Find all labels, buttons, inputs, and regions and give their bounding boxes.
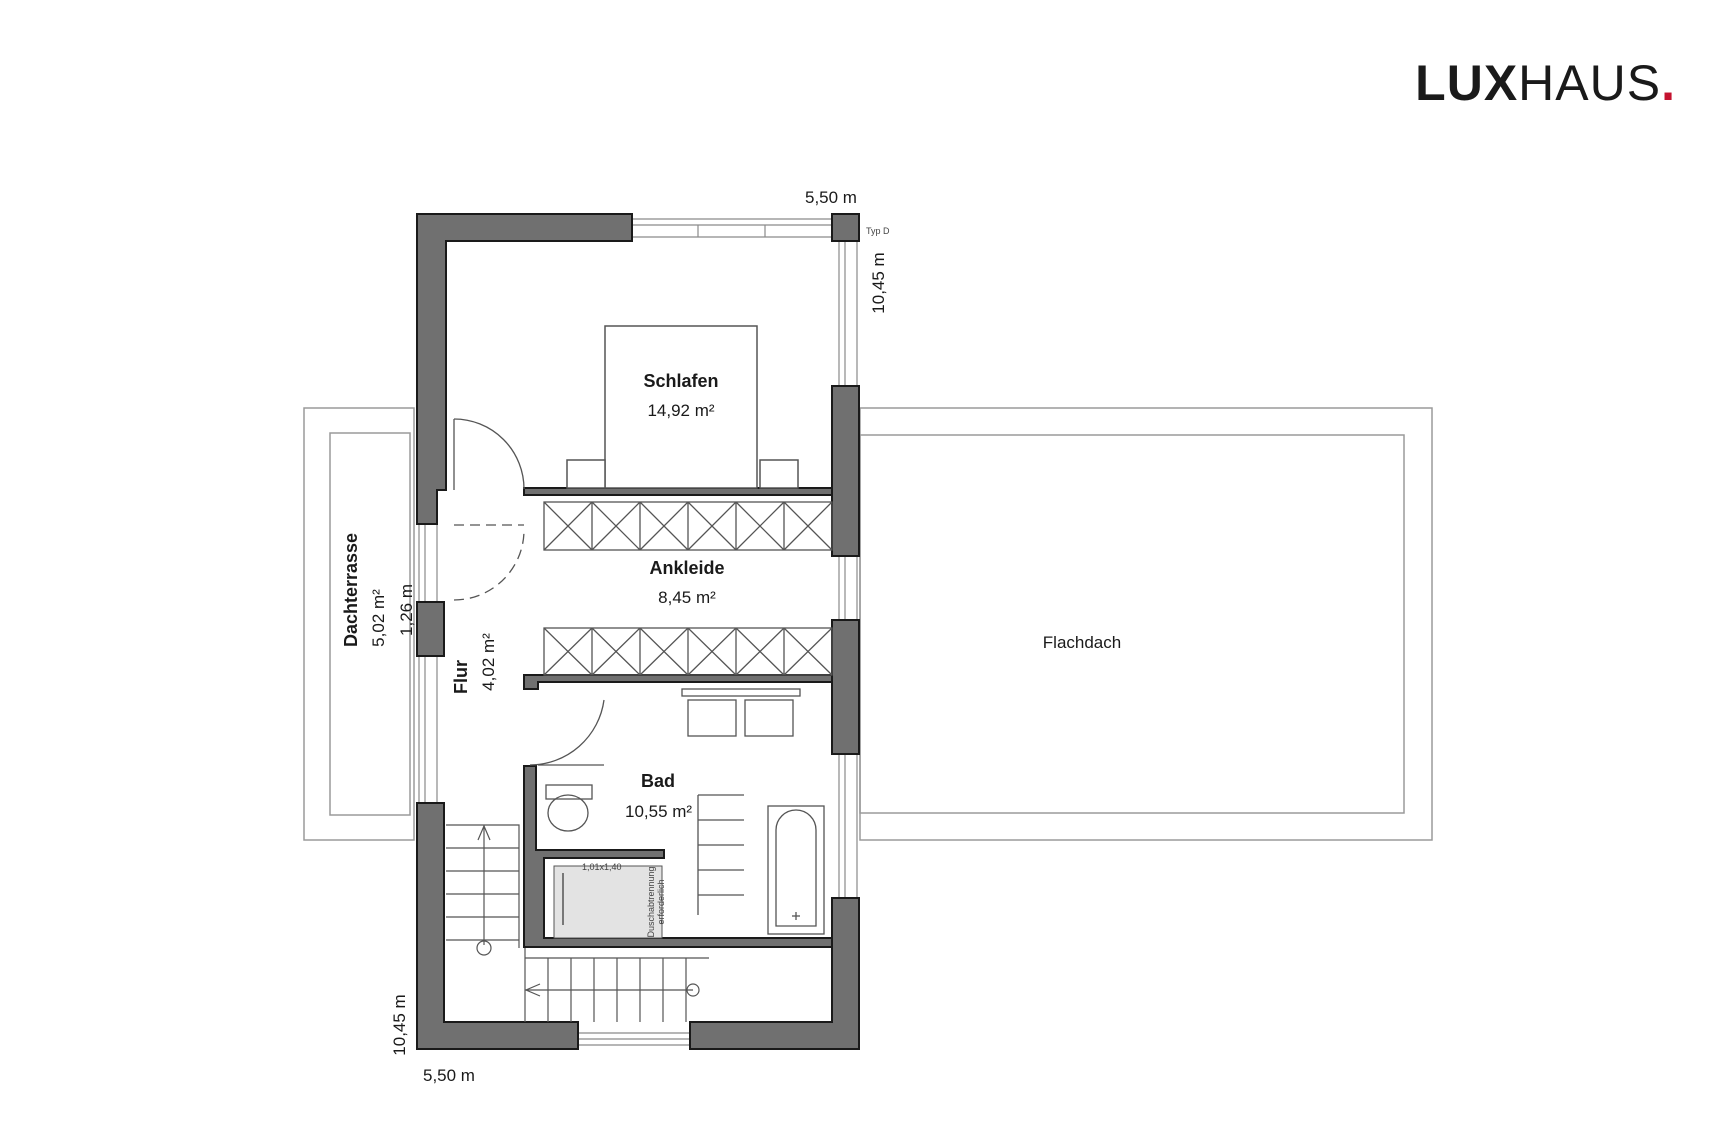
room-area-bad: 10,55 m² [625,802,692,821]
room-name-ankleide: Ankleide [649,558,724,578]
wall-bottom-left [416,802,579,1050]
walls [416,213,860,1050]
wall-top-right-corner [831,213,860,242]
bed [566,325,799,489]
window-type-label: Typ D [866,226,890,236]
toilet-bowl [547,794,589,832]
shower-tray [553,865,663,939]
wall-bad-left [523,765,833,948]
stairs [446,824,709,1022]
bathroom-fixtures [545,688,825,935]
sink-2 [744,699,794,737]
toilet-tank [545,784,593,800]
bathtub [767,805,825,935]
window-frames [418,218,858,1046]
dim-terrace-width: 1,26 m [397,584,416,636]
shower-note-line1: Duschabtrennung [646,866,656,937]
room-name-flachdach: Flachdach [1043,633,1121,652]
door-bad [529,699,605,766]
doors [453,418,605,766]
wall-bottom-right [689,897,860,1050]
logo-dot: . [1661,55,1676,111]
room-name-flur: Flur [451,660,471,694]
door-flur [453,529,525,601]
room-name-schlafen: Schlafen [643,371,718,391]
dim-bottom-width: 5,50 m [423,1066,475,1085]
room-area-ankleide: 8,45 m² [658,588,716,607]
door-schlafen [453,418,525,490]
wall-ankleide-top [523,487,833,496]
logo-haus: HAUS [1518,55,1662,111]
wall-left-stub [416,601,445,657]
sink-counter [681,688,801,697]
dim-top-depth: 10,45 m [869,252,888,313]
shower-note-line2: erforderlich [656,879,666,924]
heated-towel [697,794,744,915]
room-name-bad: Bad [641,771,675,791]
room-area-flur: 4,02 m² [479,633,498,691]
sink-1 [687,699,737,737]
room-area-dachterrasse: 5,02 m² [369,589,388,647]
dim-bottom-depth: 10,45 m [390,994,409,1055]
wardrobe-bottom [543,627,833,676]
dachterrasse-outline [303,407,415,841]
wardrobe-top [543,501,833,551]
room-area-schlafen: 14,92 m² [647,401,714,420]
logo-lux: LUX [1415,55,1519,111]
luxhaus-logo: LUXHAUS. [1415,58,1676,108]
dim-top-width: 5,50 m [805,188,857,207]
wall-ankleide-bottom [523,674,833,690]
wall-right-1 [831,385,860,557]
flachdach-outline [859,407,1433,841]
wall-right-2 [831,619,860,755]
room-name-dachterrasse: Dachterrasse [341,533,361,647]
wall-top-left [416,213,633,525]
shower-size: 1,01x1,40 [582,862,622,872]
